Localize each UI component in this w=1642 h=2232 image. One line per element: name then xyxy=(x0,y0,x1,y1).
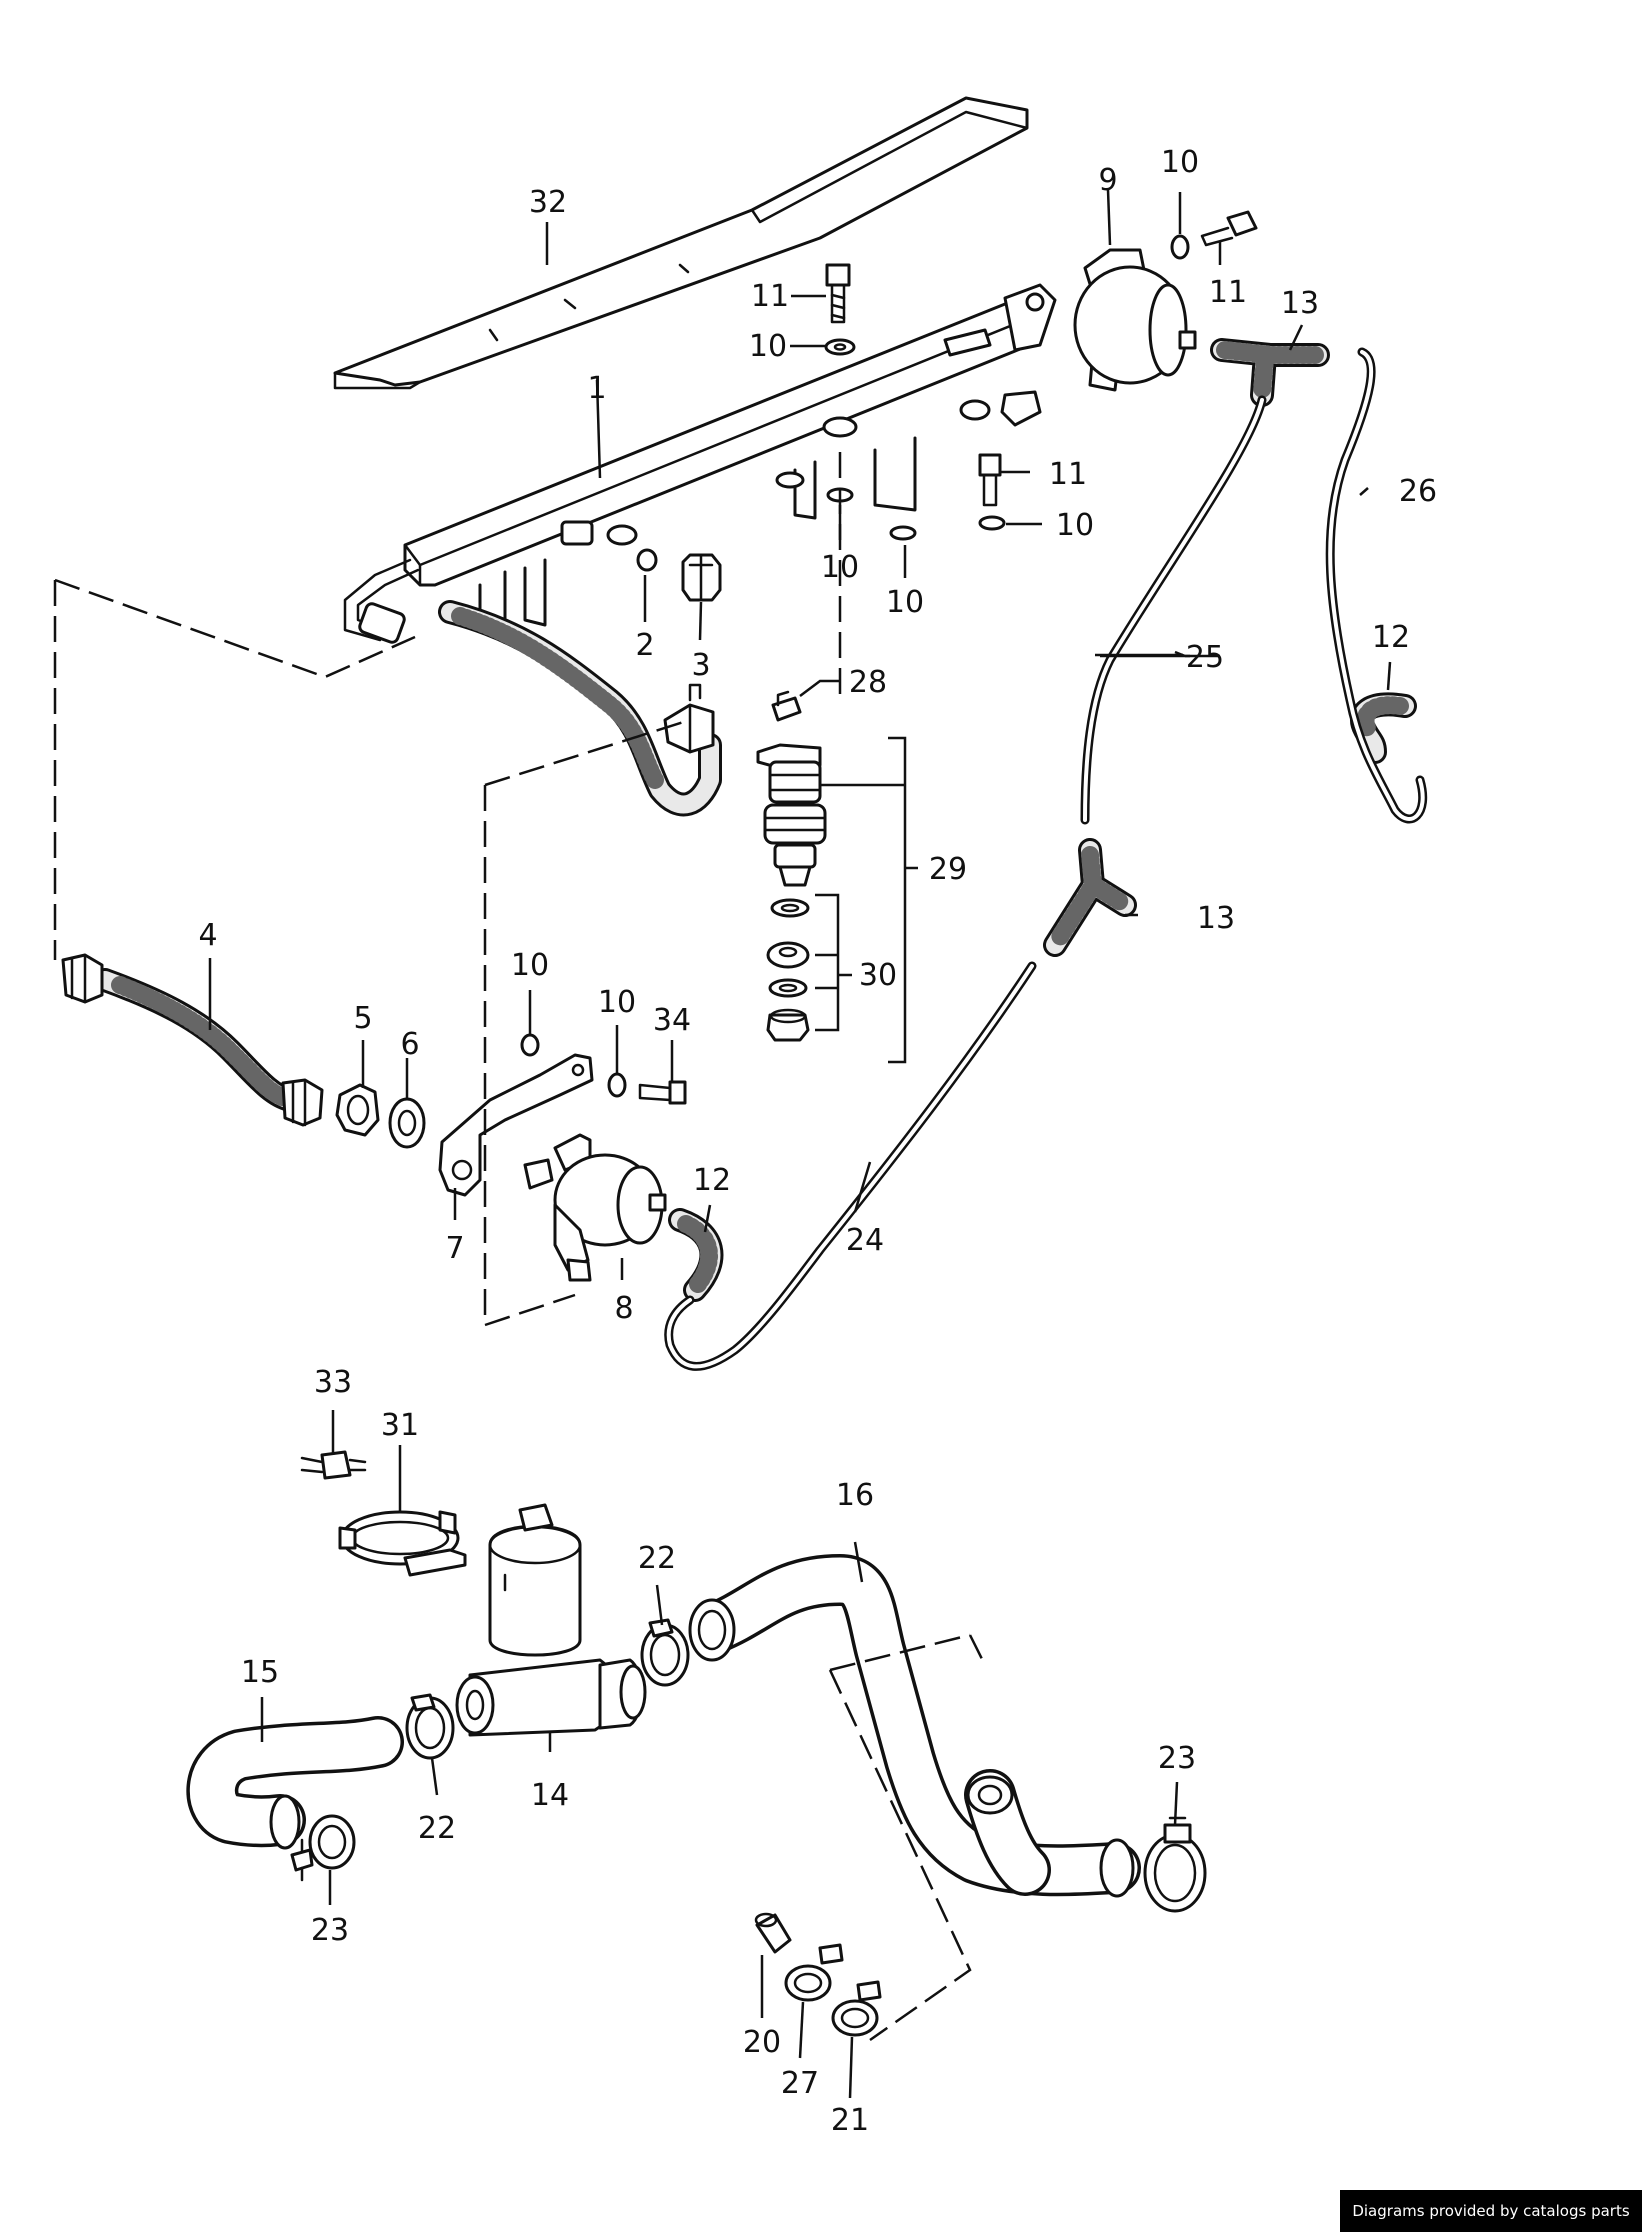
part-11-bolt-right xyxy=(978,453,1002,507)
label-13-mid: 13 xyxy=(1197,901,1235,936)
leader-lines xyxy=(208,189,1392,2099)
part-9-pressure-damper xyxy=(1073,248,1197,392)
label-10-bracket: 10 xyxy=(511,948,549,983)
part-33-fitting xyxy=(300,1450,367,1480)
label-6: 6 xyxy=(400,1027,419,1062)
label-10-right: 10 xyxy=(1056,508,1094,543)
part-10-washer-bracket xyxy=(520,1033,540,1057)
label-31: 31 xyxy=(381,1408,419,1443)
part-12-hose-right xyxy=(1350,692,1417,764)
label-32: 32 xyxy=(529,185,567,220)
label-4: 4 xyxy=(198,918,217,953)
part-13-t-connector-mid xyxy=(1043,838,1137,957)
dashed-association-lines xyxy=(53,452,987,2042)
label-26: 26 xyxy=(1399,474,1437,509)
label-22-right: 22 xyxy=(638,1541,676,1576)
label-9: 9 xyxy=(1098,163,1117,198)
part-10-washer-top xyxy=(822,338,858,438)
part-31-clamp xyxy=(338,1510,467,1577)
label-33: 33 xyxy=(314,1365,352,1400)
label-11-right-top: 11 xyxy=(1209,275,1247,310)
part-10-washer-right-top xyxy=(1170,234,1190,260)
part-12-hose-lower xyxy=(668,1208,724,1302)
part-15-hose xyxy=(186,1716,404,1850)
part-labels: 32 1 9 10 11 13 11 10 11 10 26 10 10 2 3… xyxy=(198,145,1437,2138)
part-23-clamp-left xyxy=(290,1814,356,1882)
part-10-washer-bolt34 xyxy=(607,1072,627,1098)
part-22-clamp-right xyxy=(640,1618,690,1687)
part-32-cover xyxy=(333,96,1029,390)
part-7-bracket xyxy=(438,1053,594,1197)
credit-banner: Diagrams provided by catalogs parts xyxy=(1340,2190,1642,2232)
label-24: 24 xyxy=(846,1223,884,1258)
label-8: 8 xyxy=(614,1291,633,1326)
label-12-lower: 12 xyxy=(693,1163,731,1198)
part-20-cap xyxy=(754,1912,792,1954)
fuel-hose-rail-to-fitting xyxy=(438,600,722,817)
label-15: 15 xyxy=(241,1655,279,1690)
label-28: 28 xyxy=(849,665,887,700)
label-29: 29 xyxy=(929,852,967,887)
label-22-left: 22 xyxy=(418,1811,456,1846)
label-21: 21 xyxy=(831,2103,869,2138)
label-34: 34 xyxy=(653,1003,691,1038)
part-3-cap-nut xyxy=(681,553,722,602)
label-12-right: 12 xyxy=(1372,620,1410,655)
label-3: 3 xyxy=(691,648,710,683)
part-11-bolt-right-top xyxy=(1200,210,1258,247)
label-30: 30 xyxy=(859,958,897,993)
label-14: 14 xyxy=(531,1778,569,1813)
label-10-top: 10 xyxy=(1161,145,1199,180)
part-30-seals xyxy=(766,898,810,1042)
label-20: 20 xyxy=(743,2025,781,2060)
label-10-washer-a: 10 xyxy=(749,329,787,364)
part-26-vacuum-tube xyxy=(1325,347,1428,824)
part-2-washer xyxy=(636,548,658,572)
part-25-vacuum-tube xyxy=(1080,395,1267,825)
label-7: 7 xyxy=(445,1231,464,1266)
part-14-idle-air-valve xyxy=(455,1503,647,1737)
label-11-top: 11 xyxy=(751,279,789,314)
label-5: 5 xyxy=(353,1001,372,1036)
part-29-injector xyxy=(756,743,827,887)
part-28-clip xyxy=(771,690,802,722)
part-24-vacuum-tube xyxy=(664,961,1037,1371)
label-27: 27 xyxy=(781,2066,819,2101)
label-13-top: 13 xyxy=(1281,286,1319,321)
part-5-nut xyxy=(335,1083,380,1137)
label-2: 2 xyxy=(635,628,654,663)
part-11-bolt-top xyxy=(825,263,851,324)
part-34-bolt xyxy=(638,1080,687,1105)
part-22-clamp-left xyxy=(405,1693,455,1760)
part-21-clamp xyxy=(831,1980,882,2037)
bracket-30 xyxy=(815,893,852,1032)
label-25: 25 xyxy=(1186,640,1224,675)
label-10-under-b: 10 xyxy=(886,585,924,620)
label-11-right: 11 xyxy=(1049,457,1087,492)
label-23-right: 23 xyxy=(1158,1741,1196,1776)
bracket-29 xyxy=(820,736,918,1064)
part-23-clamp-right xyxy=(1143,1816,1207,1913)
part-4-fuel-hose xyxy=(61,953,324,1127)
label-10-bolt34: 10 xyxy=(598,985,636,1020)
part-8-pressure-regulator xyxy=(523,1133,667,1282)
label-23-left: 23 xyxy=(311,1913,349,1948)
label-16: 16 xyxy=(836,1478,874,1513)
part-16-intake-hose xyxy=(688,1554,1141,1898)
part-13-t-connector-top xyxy=(1210,338,1330,407)
label-1: 1 xyxy=(587,371,606,406)
part-6-washer xyxy=(388,1097,426,1149)
part-27-clamp xyxy=(784,1943,844,2002)
label-10-under-a: 10 xyxy=(821,550,859,585)
